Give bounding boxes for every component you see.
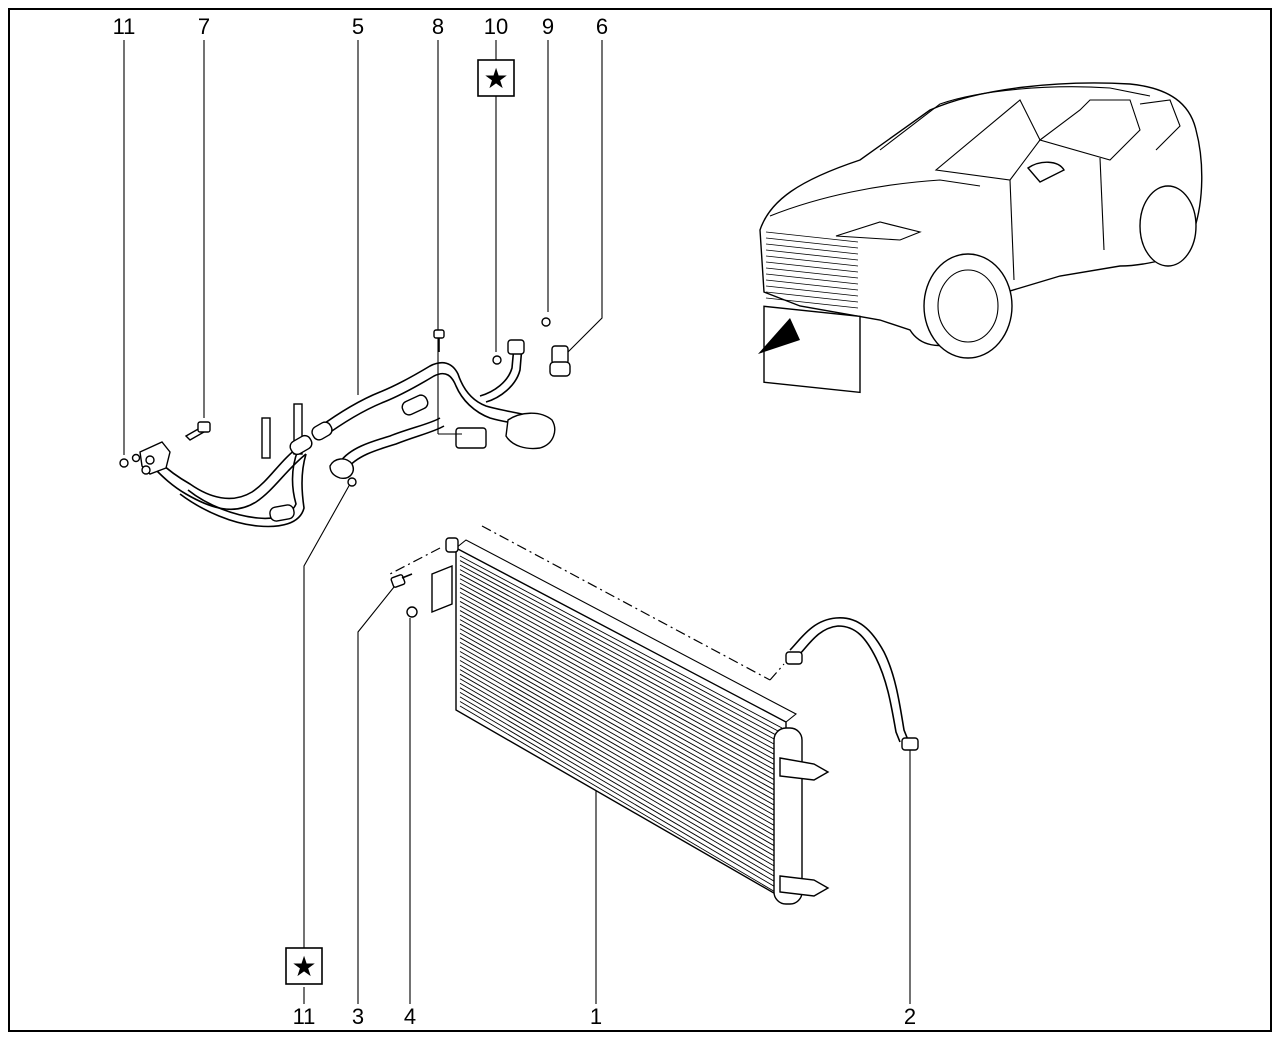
condenser-fin (459, 569, 783, 744)
condenser-fin (459, 601, 783, 780)
condenser-fin (459, 619, 783, 800)
pressure-switch-6 (549, 345, 571, 377)
grille-fin (765, 249, 859, 261)
condenser-fin (459, 691, 783, 882)
leader-lines (123, 40, 911, 1004)
condenser-fin (459, 632, 783, 815)
condenser-fin (459, 641, 783, 826)
grille-fin (765, 267, 859, 279)
condenser-fin (459, 701, 783, 892)
condenser-fin (459, 628, 783, 810)
condenser-fin (459, 591, 783, 770)
condenser-fin (459, 687, 783, 877)
seal-ring-11-bottom (347, 477, 357, 487)
star-marker-10: ★ (477, 59, 515, 97)
condenser-fin (459, 682, 783, 871)
condenser-fin (459, 587, 783, 765)
condenser-fin (459, 582, 783, 759)
grille-fin (765, 261, 859, 273)
condenser-fin (459, 573, 783, 749)
grille-fin (765, 285, 859, 297)
condenser-fin (459, 564, 783, 739)
svg-text:★: ★ (483, 62, 508, 95)
condenser-fin (459, 555, 783, 729)
grille-fin (765, 291, 859, 303)
callout-1: 1 (590, 1004, 602, 1029)
condenser-fin (459, 605, 783, 785)
condenser-1 (389, 525, 830, 905)
star-marker-11: ★ (285, 947, 323, 985)
grille-fin (765, 279, 859, 291)
seal-ring-10 (492, 355, 502, 365)
condenser-fin (459, 578, 783, 754)
callout-2: 2 (904, 1004, 916, 1029)
condenser-fin (459, 664, 783, 851)
pipe-2 (785, 617, 919, 751)
grille-fin (765, 237, 859, 249)
svg-text:★: ★ (291, 950, 316, 983)
bolt-3 (390, 573, 413, 588)
callout-7: 7 (198, 14, 210, 39)
callout-8: 8 (432, 14, 444, 39)
diagram-frame (8, 8, 1272, 1032)
condenser-fin (459, 660, 783, 846)
locator-arrow-icon (758, 318, 800, 354)
condenser-fin (459, 673, 783, 861)
bolt-7 (184, 421, 211, 441)
refrigerant-line-assembly (131, 330, 556, 528)
condenser-fins (459, 555, 783, 897)
condenser-fin (459, 678, 783, 866)
grille-fin (765, 255, 859, 267)
condenser-fin (459, 596, 783, 775)
grille-fin (765, 231, 859, 243)
bolt-8 (433, 329, 445, 352)
condenser-fin (459, 646, 783, 831)
callout-4: 4 (404, 1004, 416, 1029)
callout-6: 6 (596, 14, 608, 39)
condenser-fin (459, 655, 783, 841)
grille-fin (765, 243, 859, 255)
nut-4 (406, 606, 418, 618)
condenser-fin (459, 637, 783, 821)
condenser-fin (459, 623, 783, 805)
condenser-fin (459, 669, 783, 856)
seal-ring-11-top (119, 458, 151, 475)
condenser-fin (459, 610, 783, 790)
condenser-fin (459, 614, 783, 795)
seal-ring-9 (541, 317, 551, 327)
condenser-fin (459, 696, 783, 887)
grille-fin (765, 297, 859, 309)
condenser-fin (459, 651, 783, 836)
callout-9: 9 (542, 14, 554, 39)
callout-11-top: 11 (113, 14, 136, 39)
callout-10: 10 (484, 14, 508, 39)
grille-lines (765, 231, 859, 309)
callout-3: 3 (352, 1004, 364, 1029)
vehicle-illustration (758, 82, 1203, 394)
callout-5: 5 (352, 14, 364, 39)
callout-11-bottom: 11 (293, 1004, 316, 1029)
grille-fin (765, 273, 859, 285)
condenser-fin (459, 705, 783, 897)
condenser-fin (459, 560, 783, 734)
